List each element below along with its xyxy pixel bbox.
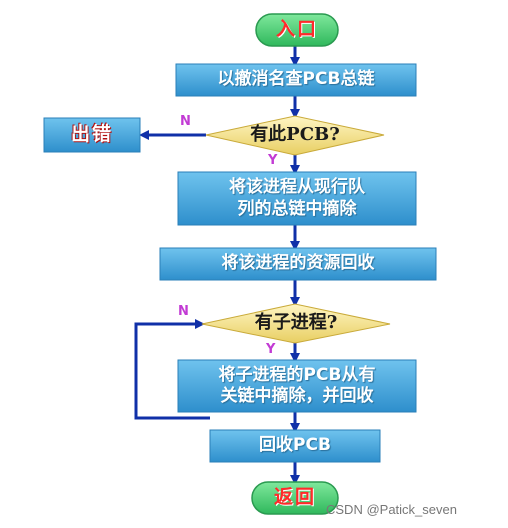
remove-child-step: 将子进程的PCB从有 关链中摘除，并回收: [218, 364, 376, 406]
watermark: CSDN @Patick_seven: [326, 502, 457, 517]
branch-no-label-2: N: [178, 304, 189, 319]
recycle-pcb-step: 回收PCB: [259, 435, 331, 456]
start-terminal-shape: [255, 13, 339, 47]
decision-has-pcb-shape: [205, 115, 385, 156]
release-resources-step: 将该进程的资源回收: [221, 253, 375, 274]
connectors: [134, 46, 300, 485]
release-box-shape: [159, 247, 437, 281]
remove-from-queue-step: 将该进程从现行队 列的总链中摘除: [229, 177, 365, 219]
start-label: 入口: [275, 18, 318, 41]
child-box-shape: [177, 359, 417, 413]
branch-yes-label-1: Y: [268, 153, 278, 168]
arrow-child-loop-back: [134, 319, 210, 420]
error-box-shape: [43, 117, 141, 153]
branch-yes-label-2: Y: [266, 342, 276, 357]
shapes: [43, 13, 437, 515]
find-box-shape: [175, 63, 417, 97]
remove-box-shape: [177, 171, 417, 226]
decision-has-child-shape: [201, 303, 391, 344]
end-label: 返回: [273, 486, 316, 509]
has-pcb-decision: 有此PCB?: [250, 124, 340, 146]
end-terminal-shape: [251, 481, 339, 515]
recycle-box-shape: [209, 429, 381, 463]
branch-no-label-1: N: [180, 114, 191, 129]
has-child-decision: 有子进程?: [254, 312, 338, 334]
error-label: 出错: [70, 123, 113, 146]
find-pcb-step: 以撤消名查PCB总链: [217, 69, 375, 90]
